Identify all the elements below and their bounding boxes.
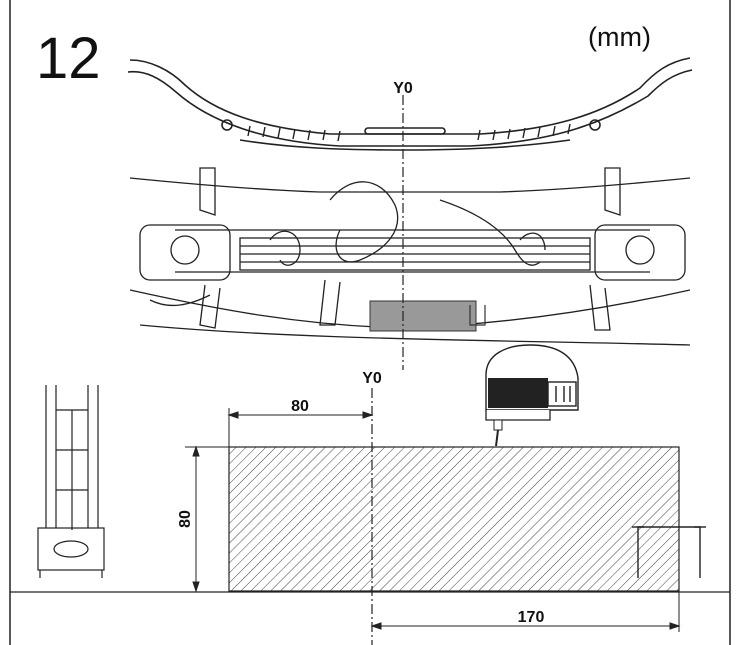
dimension-left-offset (227, 408, 374, 447)
dimension-height (185, 445, 229, 593)
dimension-height-label: 80 (177, 510, 194, 528)
unit-label: (mm) (588, 22, 651, 52)
cut-area-block (369, 300, 477, 332)
bracket-clip (469, 305, 486, 326)
jigsaw-icon (485, 344, 579, 447)
dimension-right-offset (370, 591, 681, 632)
page-frame (9, 0, 731, 645)
left-upright (37, 385, 105, 578)
cutting-area (228, 446, 680, 592)
bumper-ribs (247, 123, 571, 142)
axis-label-bottom: Y0 (362, 370, 382, 387)
axis-label-top: Y0 (393, 80, 413, 97)
step-number: 12 (36, 26, 101, 91)
dimension-right-offset-label: 170 (518, 609, 545, 626)
right-bracket (637, 526, 701, 578)
vehicle-front-structure (129, 167, 691, 346)
dimension-left-offset-label: 80 (291, 398, 309, 415)
bumper-beam (127, 57, 693, 151)
